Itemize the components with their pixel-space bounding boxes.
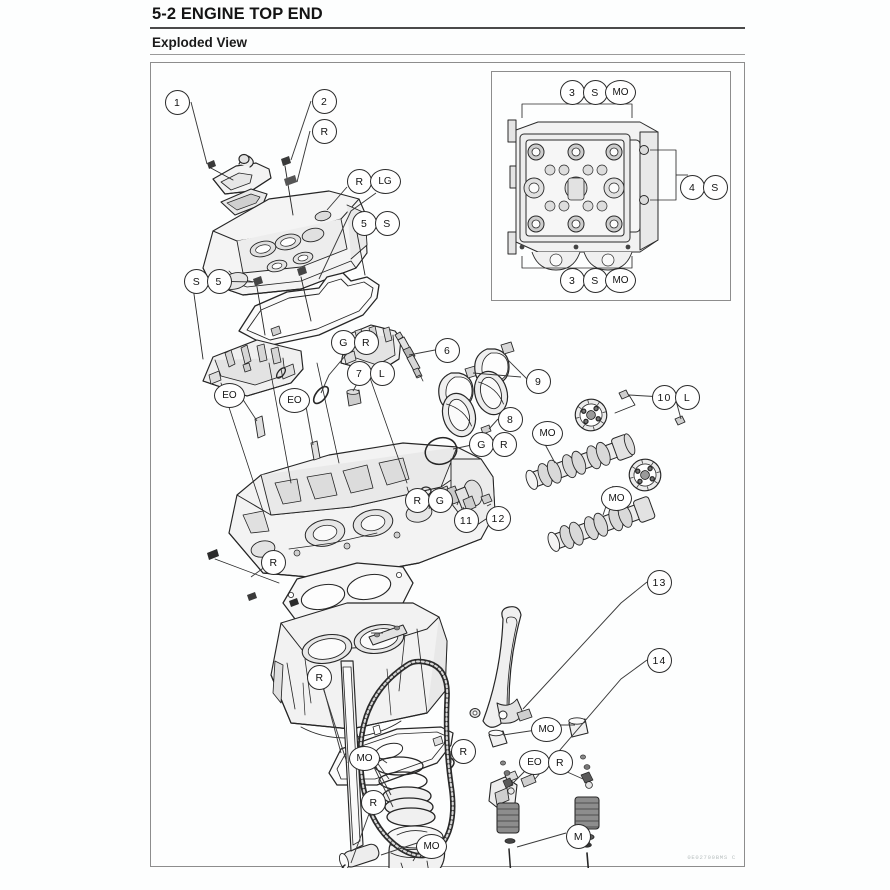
callout-1[interactable]: 1: [165, 90, 190, 115]
callout-10-l[interactable]: 10 L: [652, 385, 700, 410]
section-title: Exploded View: [152, 35, 248, 50]
callout-r-base-gasket[interactable]: R: [307, 665, 332, 690]
callout-eo-left[interactable]: EO: [214, 383, 245, 408]
part-breather-cover: [212, 153, 272, 216]
callout-13[interactable]: 13: [647, 570, 672, 595]
callout-mo-valve-lifter[interactable]: MO: [531, 717, 562, 742]
inset-callout-4-s[interactable]: 4 S: [680, 175, 728, 200]
cylinder-head-inset-box: 3 S MO 4 S 3 S MO: [491, 71, 731, 301]
bubble-label: MO: [531, 717, 562, 742]
bubble-label: MO: [605, 268, 636, 293]
callout-eo-r-valve-stem-seal[interactable]: EO R: [519, 750, 573, 775]
callout-5-s[interactable]: 5 S: [352, 211, 400, 236]
callout-mo-piston-rings[interactable]: MO: [349, 746, 380, 771]
part-camshaft-cap-left: [202, 339, 304, 397]
bubble-label: L: [369, 361, 395, 386]
bubble-label: EO: [279, 388, 310, 413]
bubble-label: 8: [498, 407, 523, 432]
bubble-label: S: [184, 269, 209, 294]
callout-eo-mid[interactable]: EO: [279, 388, 310, 413]
exploded-view-artwork: [189, 153, 686, 868]
bubble-label: S: [582, 268, 608, 293]
callout-r-cover-bolt[interactable]: R: [312, 119, 337, 144]
bubble-label: R: [347, 169, 372, 194]
bubble-label: 9: [526, 369, 551, 394]
callout-m-valves[interactable]: M: [566, 824, 591, 849]
bubble-label: MO: [601, 486, 632, 511]
callout-2[interactable]: 2: [312, 89, 337, 114]
bubble-label: S: [374, 211, 400, 236]
bubble-label: EO: [519, 750, 550, 775]
bubble-label: 12: [486, 506, 511, 531]
callout-8[interactable]: 8: [498, 407, 523, 432]
header-rule-bottom: [150, 54, 745, 56]
bubble-label: R: [312, 119, 337, 144]
bubble-label: R: [261, 550, 286, 575]
callout-mo-camshaft-lower[interactable]: MO: [601, 486, 632, 511]
header-rule-top: [150, 27, 745, 29]
callout-s-5[interactable]: S 5: [184, 269, 232, 294]
page-title: 5-2 ENGINE TOP END: [152, 5, 323, 23]
bubble-label: 3: [560, 80, 585, 105]
bubble-label: EO: [214, 383, 245, 408]
exploded-view-frame: 3 S MO 4 S 3 S MO: [150, 62, 745, 868]
bubble-label: M: [566, 824, 591, 849]
bubble-label: R: [451, 739, 476, 764]
bubble-label: R: [353, 330, 379, 355]
page-header: 5-2 ENGINE TOP END Exploded View: [150, 4, 745, 56]
callout-r-lg[interactable]: R LG: [347, 169, 401, 194]
part-cylinder-block: [270, 602, 448, 739]
bubble-label: R: [405, 488, 430, 513]
bubble-label: 14: [647, 648, 672, 673]
callout-g-r-upper[interactable]: G R: [331, 330, 379, 355]
callout-r-circlip-left[interactable]: R: [361, 790, 386, 815]
callout-mo-camshaft-upper[interactable]: MO: [532, 421, 563, 446]
callout-7-l[interactable]: 7 L: [347, 361, 395, 386]
part-intake-joints: [424, 341, 515, 466]
bubble-label: MO: [349, 746, 380, 771]
bubble-label: 7: [347, 361, 372, 386]
callout-14[interactable]: 14: [647, 648, 672, 673]
bubble-label: 1: [165, 90, 190, 115]
bubble-label: 10: [652, 385, 677, 410]
callout-11[interactable]: 11: [454, 508, 479, 533]
part-camshafts: [525, 389, 686, 552]
inset-callout-3-s-mo-bottom[interactable]: 3 S MO: [560, 268, 636, 293]
callout-12[interactable]: 12: [486, 506, 511, 531]
bubble-label: 6: [435, 338, 460, 363]
callout-9[interactable]: 9: [526, 369, 551, 394]
bubble-label: 4: [680, 175, 705, 200]
bubble-label: 13: [647, 570, 672, 595]
bubble-label: MO: [605, 80, 636, 105]
bubble-label: LG: [369, 169, 401, 194]
bubble-label: L: [674, 385, 700, 410]
bubble-label: R: [547, 750, 573, 775]
bubble-label: G: [427, 488, 453, 513]
bubble-label: R: [307, 665, 332, 690]
bubble-label: 11: [454, 508, 479, 533]
callout-6[interactable]: 6: [435, 338, 460, 363]
inset-callout-3-s-mo-top[interactable]: 3 S MO: [560, 80, 636, 105]
bubble-label: G: [469, 432, 494, 457]
figure-code: 0E02700BMS C: [687, 854, 736, 861]
bubble-label: 2: [312, 89, 337, 114]
bubble-label: S: [702, 175, 728, 200]
bubble-label: MO: [416, 834, 447, 859]
bubble-label: G: [331, 330, 356, 355]
bubble-label: 3: [560, 268, 585, 293]
callout-mo-piston-pin[interactable]: MO: [416, 834, 447, 859]
bubble-label: 5: [206, 269, 232, 294]
bubble-label: MO: [532, 421, 563, 446]
bubble-label: 5: [352, 211, 377, 236]
cylinder-head-inset-artwork: [507, 94, 688, 278]
callout-r-head-gasket[interactable]: R: [261, 550, 286, 575]
callout-r-g[interactable]: R G: [405, 488, 453, 513]
callout-r-circlip-right[interactable]: R: [451, 739, 476, 764]
callout-g-r-lower[interactable]: G R: [469, 432, 517, 457]
bubble-label: R: [361, 790, 386, 815]
bubble-label: S: [582, 80, 608, 105]
bubble-label: R: [491, 432, 517, 457]
